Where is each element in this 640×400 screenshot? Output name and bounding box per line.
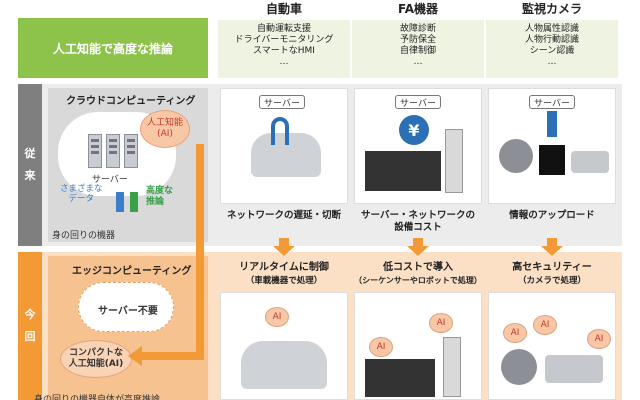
- down-arrow-icon: [407, 238, 429, 256]
- feature-item: 自律制御: [352, 46, 484, 57]
- side-tab-char: 今: [25, 304, 36, 326]
- person-icon: [537, 143, 567, 177]
- conventional-side-tab: 従 来: [18, 84, 42, 246]
- data-label: さまざまな データ: [60, 184, 103, 204]
- box-camera-icon: [545, 355, 603, 383]
- server-rack-icon: [88, 134, 102, 168]
- ai-brain-icon: 人工知能 (AI): [140, 110, 190, 148]
- benefit-sub: （車載機器で処理）: [218, 275, 350, 287]
- down-arrow-icon: [273, 238, 295, 256]
- ai-cloud-icon: AI: [587, 329, 611, 349]
- box-camera-icon: [571, 151, 609, 173]
- feature-item: …: [486, 57, 618, 68]
- bottom-text: 身の回りの機器自体が高度推論: [34, 392, 160, 400]
- car-icon: [241, 341, 327, 389]
- yen-icon: ¥: [399, 115, 429, 145]
- feature-item: …: [352, 57, 484, 68]
- benefit-main: 低コストで導入: [352, 262, 484, 274]
- upload-arrow-icon: [547, 111, 557, 137]
- feature-item: 人物属性認識: [486, 24, 618, 35]
- server-rack-icon: [106, 134, 120, 168]
- down-arrow-icon: [130, 192, 138, 212]
- car-server-photo: サーバー: [220, 88, 348, 204]
- benefit-main: リアルタイムに制御: [218, 262, 350, 274]
- header-fa-equipment: FA機器: [352, 0, 484, 17]
- server-tag: サーバー: [259, 95, 305, 109]
- title-text: 人工知能で高度な推論: [53, 40, 173, 57]
- feature-item: …: [218, 57, 350, 68]
- machine-icon: [365, 359, 435, 397]
- feature-item: 自動運転支援: [218, 24, 350, 35]
- header-surveillance-camera: 監視カメラ: [486, 0, 618, 17]
- camera-edge-photo: AI AI AI: [488, 292, 616, 400]
- feature-item: スマートなHMI: [218, 46, 350, 57]
- server-tag: サーバー: [529, 95, 575, 109]
- header-automotive: 自動車: [218, 0, 350, 17]
- side-tab-char: 来: [25, 165, 36, 187]
- title-bar: 人工知能で高度な推論: [18, 18, 208, 78]
- server-tag: サーバー: [395, 95, 441, 109]
- surroundings-label: 身の回りの機器: [52, 228, 115, 241]
- camera-server-photo: サーバー: [488, 88, 616, 204]
- car-edge-photo: AI: [220, 292, 348, 400]
- down-arrow-icon: [541, 238, 563, 256]
- benefit-main: 高セキュリティー: [486, 262, 618, 274]
- dome-camera-icon: [501, 349, 537, 385]
- no-server-label: サーバー不要: [98, 302, 158, 317]
- compact-ai-brain-icon: コンパクトな 人工知能(AI): [60, 340, 132, 378]
- disconnect-icon: [271, 117, 289, 145]
- ai-cloud-icon: AI: [429, 313, 453, 333]
- ai-cloud-icon: AI: [369, 337, 393, 357]
- fa-edge-photo: AI AI: [354, 292, 482, 400]
- side-tab-char: 従: [25, 143, 36, 165]
- connector-arrow-vertical: [196, 144, 204, 358]
- ai-cloud-icon: AI: [533, 315, 557, 335]
- benefit-sub: （カメラで処理）: [486, 275, 618, 287]
- robot-arm-icon: [443, 337, 461, 397]
- ai-cloud-icon: AI: [503, 323, 527, 343]
- feature-item: 予防保全: [352, 35, 484, 46]
- side-tab-char: 回: [25, 326, 36, 348]
- current-side-tab: 今 回: [18, 252, 42, 400]
- fa-server-photo: サーバー ¥: [354, 88, 482, 204]
- feature-item: シーン認識: [486, 46, 618, 57]
- server-rack-icon: [124, 134, 138, 168]
- inference-label: 高度な 推論: [146, 186, 173, 208]
- benefit-sub: （シーケンサーやロボットで処理）: [352, 275, 484, 287]
- issue-caption: 情報のアップロード: [486, 210, 618, 222]
- issue-caption: ネットワークの遅延・切断: [218, 210, 350, 222]
- machine-icon: [365, 151, 441, 191]
- feature-item: 人物行動認識: [486, 35, 618, 46]
- up-arrow-icon: [116, 192, 124, 212]
- feature-item: ドライバーモニタリング: [218, 35, 350, 46]
- robot-arm-icon: [445, 129, 463, 193]
- ai-cloud-icon: AI: [265, 307, 289, 327]
- features-automotive: 自動運転支援 ドライバーモニタリング スマートなHMI …: [218, 20, 350, 78]
- features-surveillance-camera: 人物属性認識 人物行動認識 シーン認識 …: [486, 20, 618, 78]
- dome-camera-icon: [499, 139, 533, 173]
- feature-item: 故障診断: [352, 24, 484, 35]
- connector-arrow-horizontal: [140, 352, 204, 360]
- features-fa-equipment: 故障診断 予防保全 自律制御 …: [352, 20, 484, 78]
- cloud-computing-title: クラウドコンピューティング: [66, 92, 195, 107]
- issue-caption: サーバー・ネットワークの 設備コスト: [352, 210, 484, 234]
- edge-computing-title: エッジコンピューティング: [72, 262, 191, 277]
- connector-arrow-head: [128, 346, 142, 366]
